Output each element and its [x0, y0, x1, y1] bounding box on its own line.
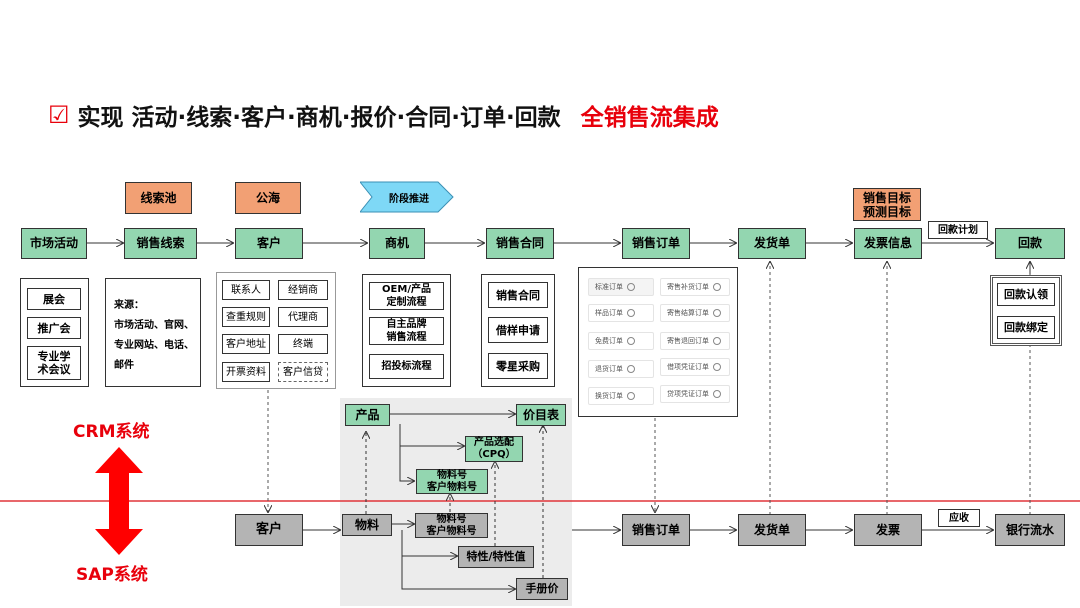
sap-invoice[interactable]: 发票: [854, 514, 922, 546]
title-main: 实现 活动·线索·客户·商机·报价·合同·订单·回款: [77, 105, 561, 131]
lead-source-panel: [105, 278, 201, 387]
double-arrow-icon: [95, 447, 143, 555]
title-accent: 全销售流集成: [580, 105, 719, 131]
sap-sales-order[interactable]: 销售订单: [622, 514, 690, 546]
sap-material[interactable]: 物料: [342, 514, 392, 536]
sap-customer[interactable]: 客户: [235, 514, 303, 546]
payment-plan-tag: 回款计划: [928, 221, 988, 239]
slide-title: ☑ 实现 活动·线索·客户·商机·报价·合同·订单·回款 全销售流集成: [48, 98, 719, 132]
public-sea-tag: 公海: [235, 182, 301, 214]
product-box[interactable]: 产品: [345, 404, 390, 426]
sap-delivery[interactable]: 发货单: [738, 514, 806, 546]
order-type-item[interactable]: 样品订单: [588, 304, 654, 322]
stage-arrow-icon: [360, 181, 454, 213]
stage-tag: 阶段推进: [389, 193, 429, 205]
order-type-item[interactable]: 寄售退回订单: [660, 332, 730, 350]
crm-payment[interactable]: 回款: [995, 228, 1065, 259]
payment-item[interactable]: 回款认领: [997, 283, 1055, 306]
crm-customer[interactable]: 客户: [235, 228, 303, 259]
order-type-item[interactable]: 换货订单: [588, 387, 654, 405]
cpq-box[interactable]: 产品选配 （CPQ）: [465, 436, 523, 462]
contract-item[interactable]: 借样申请: [488, 317, 548, 343]
customer-item[interactable]: 经销商: [278, 280, 328, 300]
opp-item[interactable]: 招投标流程: [369, 354, 444, 379]
order-type-item[interactable]: 寄售结算订单: [660, 304, 730, 322]
customer-item[interactable]: 客户地址: [222, 334, 270, 354]
order-type-item[interactable]: 免费订单: [588, 332, 654, 350]
lead-pool-tag: 线索池: [125, 182, 192, 214]
contract-item[interactable]: 零星采购: [488, 353, 548, 379]
receivable-tag: 应收: [938, 509, 980, 527]
sap-material-no-box[interactable]: 物料号 客户物料号: [415, 513, 488, 538]
order-type-item[interactable]: 寄售补货订单: [660, 278, 730, 296]
customer-item[interactable]: 终端: [278, 334, 328, 354]
order-type-item[interactable]: 退货订单: [588, 360, 654, 378]
feature-box[interactable]: 特性/特性值: [458, 546, 534, 568]
crm-sales-lead[interactable]: 销售线索: [124, 228, 197, 259]
crm-delivery[interactable]: 发货单: [738, 228, 806, 259]
contract-item[interactable]: 销售合同: [488, 282, 548, 308]
crm-sales-order[interactable]: 销售订单: [622, 228, 690, 259]
customer-item[interactable]: 客户信贷: [278, 362, 328, 382]
sap-bank-statement[interactable]: 银行流水: [995, 514, 1065, 546]
customer-item[interactable]: 联系人: [222, 280, 270, 300]
market-item[interactable]: 展会: [27, 288, 81, 310]
crm-opportunity[interactable]: 商机: [369, 228, 425, 259]
market-item[interactable]: 专业学 术会议: [27, 346, 81, 380]
customer-item[interactable]: 查重规则: [222, 307, 270, 327]
market-item[interactable]: 推广会: [27, 317, 81, 339]
checkbox-icon: ☑: [48, 101, 70, 129]
product-arrows: [366, 414, 543, 589]
opp-item[interactable]: OEM/产品 定制流程: [369, 282, 444, 310]
crm-sales-contract[interactable]: 销售合同: [486, 228, 554, 259]
customer-item[interactable]: 代理商: [278, 307, 328, 327]
crm-system-label: CRM系统: [73, 422, 150, 442]
manual-price-box[interactable]: 手册价: [516, 578, 568, 600]
payment-item[interactable]: 回款绑定: [997, 316, 1055, 339]
crm-invoice-info[interactable]: 发票信息: [854, 228, 922, 259]
order-type-item[interactable]: 标准订单: [588, 278, 654, 296]
customer-item[interactable]: 开票资料: [222, 362, 270, 382]
order-type-item[interactable]: 借项凭证订单: [660, 358, 730, 376]
opp-item[interactable]: 自主品牌 销售流程: [369, 317, 444, 345]
price-list-box[interactable]: 价目表: [516, 404, 566, 426]
crm-market-activity[interactable]: 市场活动: [21, 228, 87, 259]
lead-source-text: 来源： 市场活动、官网、 专业网站、电话、 邮件: [114, 300, 194, 371]
product-area-bg: [340, 398, 572, 606]
sales-target-tag: 销售目标 预测目标: [853, 188, 921, 221]
sap-system-label: SAP系统: [76, 565, 148, 585]
order-type-item[interactable]: 贷项凭证订单: [660, 385, 730, 403]
crm-material-box[interactable]: 物料号 客户物料号: [416, 469, 488, 494]
